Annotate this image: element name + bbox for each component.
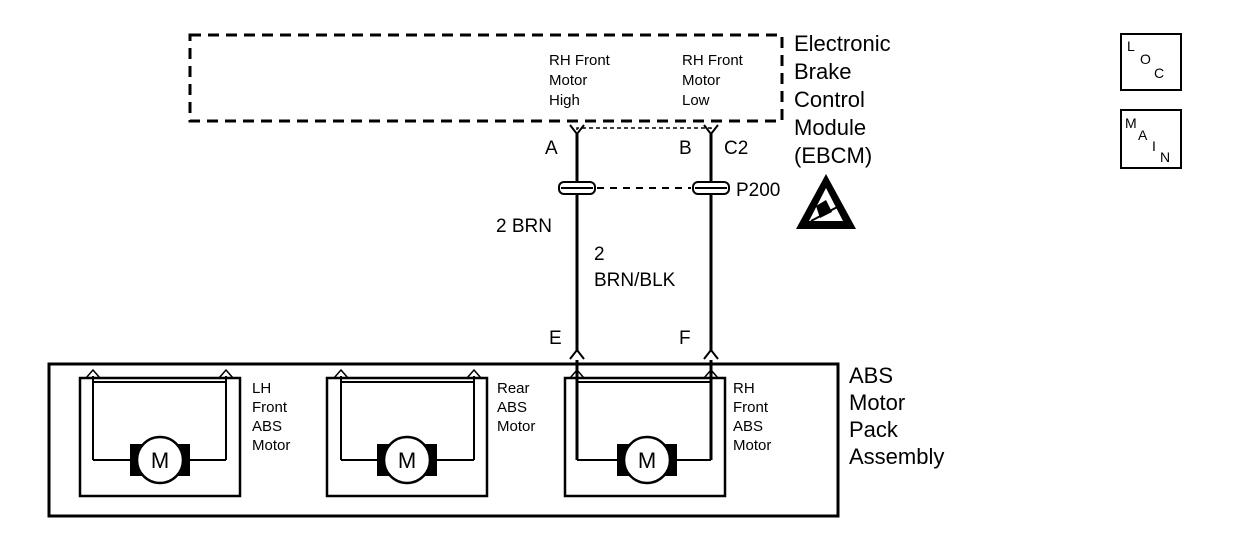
loc-char-1: L: [1127, 38, 1135, 54]
connector-c2-label: C2: [724, 138, 748, 159]
terminal-e: [569, 348, 585, 360]
motor-lh-front-label: LH Front ABS Motor: [252, 380, 291, 454]
main-button[interactable]: M A I N: [1120, 109, 1182, 169]
rh-front-motor-high-label: RH Front Motor High: [549, 52, 614, 109]
pin-a-label: A: [545, 138, 558, 159]
motor-lh-front-symbol: M: [151, 448, 169, 473]
p200-connector: [558, 181, 730, 195]
loc-button[interactable]: L O C: [1120, 33, 1182, 91]
wire-label-brn-blk: BRN/BLK: [594, 270, 676, 291]
loc-char-2: O: [1140, 51, 1151, 67]
esd-sensitive-icon: [796, 174, 856, 229]
rh-front-motor-low-label: RH Front Motor Low: [682, 52, 747, 109]
ebcm-dashed-box: [188, 33, 784, 123]
wire-label-gauge: 2: [594, 244, 605, 265]
abs-motor-pack-box: [47, 362, 840, 518]
motor-rear-label: Rear ABS Motor: [497, 380, 535, 435]
ebcm-title: Electronic Brake Control Module (EBCM): [794, 31, 897, 168]
main-char-3: I: [1152, 138, 1156, 154]
abs-motor-pack-title: ABS Motor Pack Assembly: [849, 363, 944, 469]
motor-rear: [325, 368, 489, 498]
terminal-b: [703, 124, 719, 136]
pin-b-label: B: [679, 138, 692, 159]
main-char-4: N: [1160, 149, 1170, 165]
pin-e-label: E: [549, 328, 562, 349]
terminal-f: [703, 348, 719, 360]
wire-label-2-brn: 2 BRN: [496, 216, 552, 237]
main-char-1: M: [1125, 115, 1137, 131]
motor-lh-front: [78, 368, 242, 498]
loc-char-3: C: [1154, 65, 1164, 81]
motor-rh-front-label: RH Front ABS Motor: [733, 380, 772, 454]
motor-rear-symbol: M: [398, 448, 416, 473]
pin-f-label: F: [679, 328, 691, 349]
main-char-2: A: [1138, 127, 1148, 143]
motor-rh-front-symbol: M: [638, 448, 656, 473]
motor-rh-front: [563, 360, 727, 498]
c2-connector-outline: [576, 127, 712, 130]
p200-label: P200: [736, 180, 780, 201]
